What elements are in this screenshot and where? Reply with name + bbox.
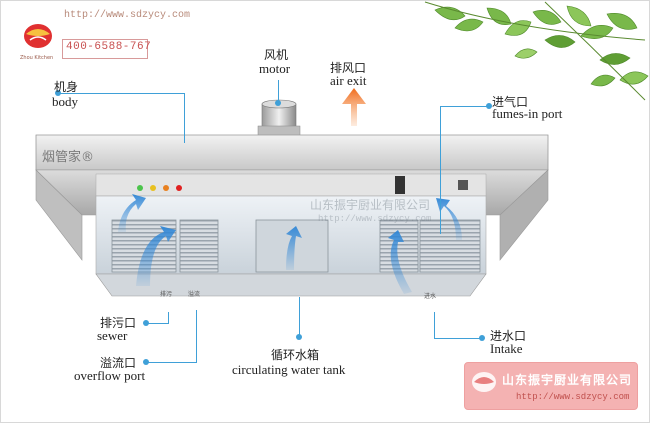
leader-body-v xyxy=(184,93,185,143)
leader-sewer-v xyxy=(168,312,169,324)
label-body-en: body xyxy=(52,94,78,109)
logo-url: http://www.sdzycy.com xyxy=(64,10,191,21)
label-motor-cn: 风机 xyxy=(264,48,289,62)
label-fumes-in-cn: 进气口 xyxy=(492,95,529,109)
label-fumes-in-en: fumes-in port xyxy=(492,106,563,121)
leader-dot-sewer xyxy=(143,320,149,326)
label-intake-cn: 进水口 xyxy=(490,329,527,343)
label-overflow-cn: 溢流口 xyxy=(100,356,137,370)
leader-fumes-in-h xyxy=(440,106,488,107)
led-indicator xyxy=(137,185,143,191)
leader-overflow-h xyxy=(148,362,197,363)
hood-brand-plate: 烟管家® xyxy=(42,150,95,165)
company-badge-logo-icon xyxy=(472,372,496,392)
hood-tag-sewer: 排污 xyxy=(160,291,173,298)
leader-dot-intake xyxy=(479,335,485,341)
hood-tag-overflow: 溢流 xyxy=(188,291,201,298)
led-indicator xyxy=(163,185,169,191)
leader-motor xyxy=(278,80,279,102)
label-intake-en: Intake xyxy=(490,341,523,356)
hood-tag-intake: 进水 xyxy=(424,293,437,300)
label-tank-cn: 循环水箱 xyxy=(271,348,320,362)
label-motor-en: motor xyxy=(259,61,291,76)
leader-dot-overflow xyxy=(143,359,149,365)
leader-dot-motor xyxy=(275,100,281,106)
company-badge-name: 山东振宇厨业有限公司 xyxy=(502,373,633,387)
leader-dot-tank xyxy=(296,334,302,340)
logo-brand-text: Zhou Kitchen xyxy=(20,55,54,61)
leader-intake-h xyxy=(434,338,482,339)
label-air-exit-cn: 排风口 xyxy=(330,61,367,75)
label-sewer-cn: 排污口 xyxy=(100,316,137,330)
watermark-url: http://www.sdzycy.com xyxy=(318,214,432,224)
company-badge-url: http://www.sdzycy.com xyxy=(516,392,630,402)
leader-overflow-v xyxy=(196,310,197,363)
label-tank-en: circulating water tank xyxy=(232,362,346,377)
led-indicator xyxy=(176,185,182,191)
label-air-exit-en: air exit xyxy=(330,73,367,88)
logo-phone: 400-6588-767 xyxy=(66,41,152,53)
brand-logo-icon xyxy=(24,24,52,48)
watermark-company: 山东振宇厨业有限公司 xyxy=(310,198,431,212)
label-sewer-en: sewer xyxy=(97,328,128,343)
leader-body-h xyxy=(58,93,184,94)
leader-tank xyxy=(299,297,300,337)
leader-fumes-in-v xyxy=(440,106,441,234)
led-indicator xyxy=(150,185,156,191)
leader-sewer-h xyxy=(148,323,169,324)
label-overflow-en: overflow port xyxy=(74,368,146,383)
leaves-decoration xyxy=(424,1,649,101)
leader-dot-body xyxy=(55,90,61,96)
label-body-cn: 机身 xyxy=(54,80,79,94)
leader-dot-fumes-in xyxy=(486,103,492,109)
logo-phone-box xyxy=(62,39,148,59)
leader-intake-v xyxy=(434,312,435,338)
